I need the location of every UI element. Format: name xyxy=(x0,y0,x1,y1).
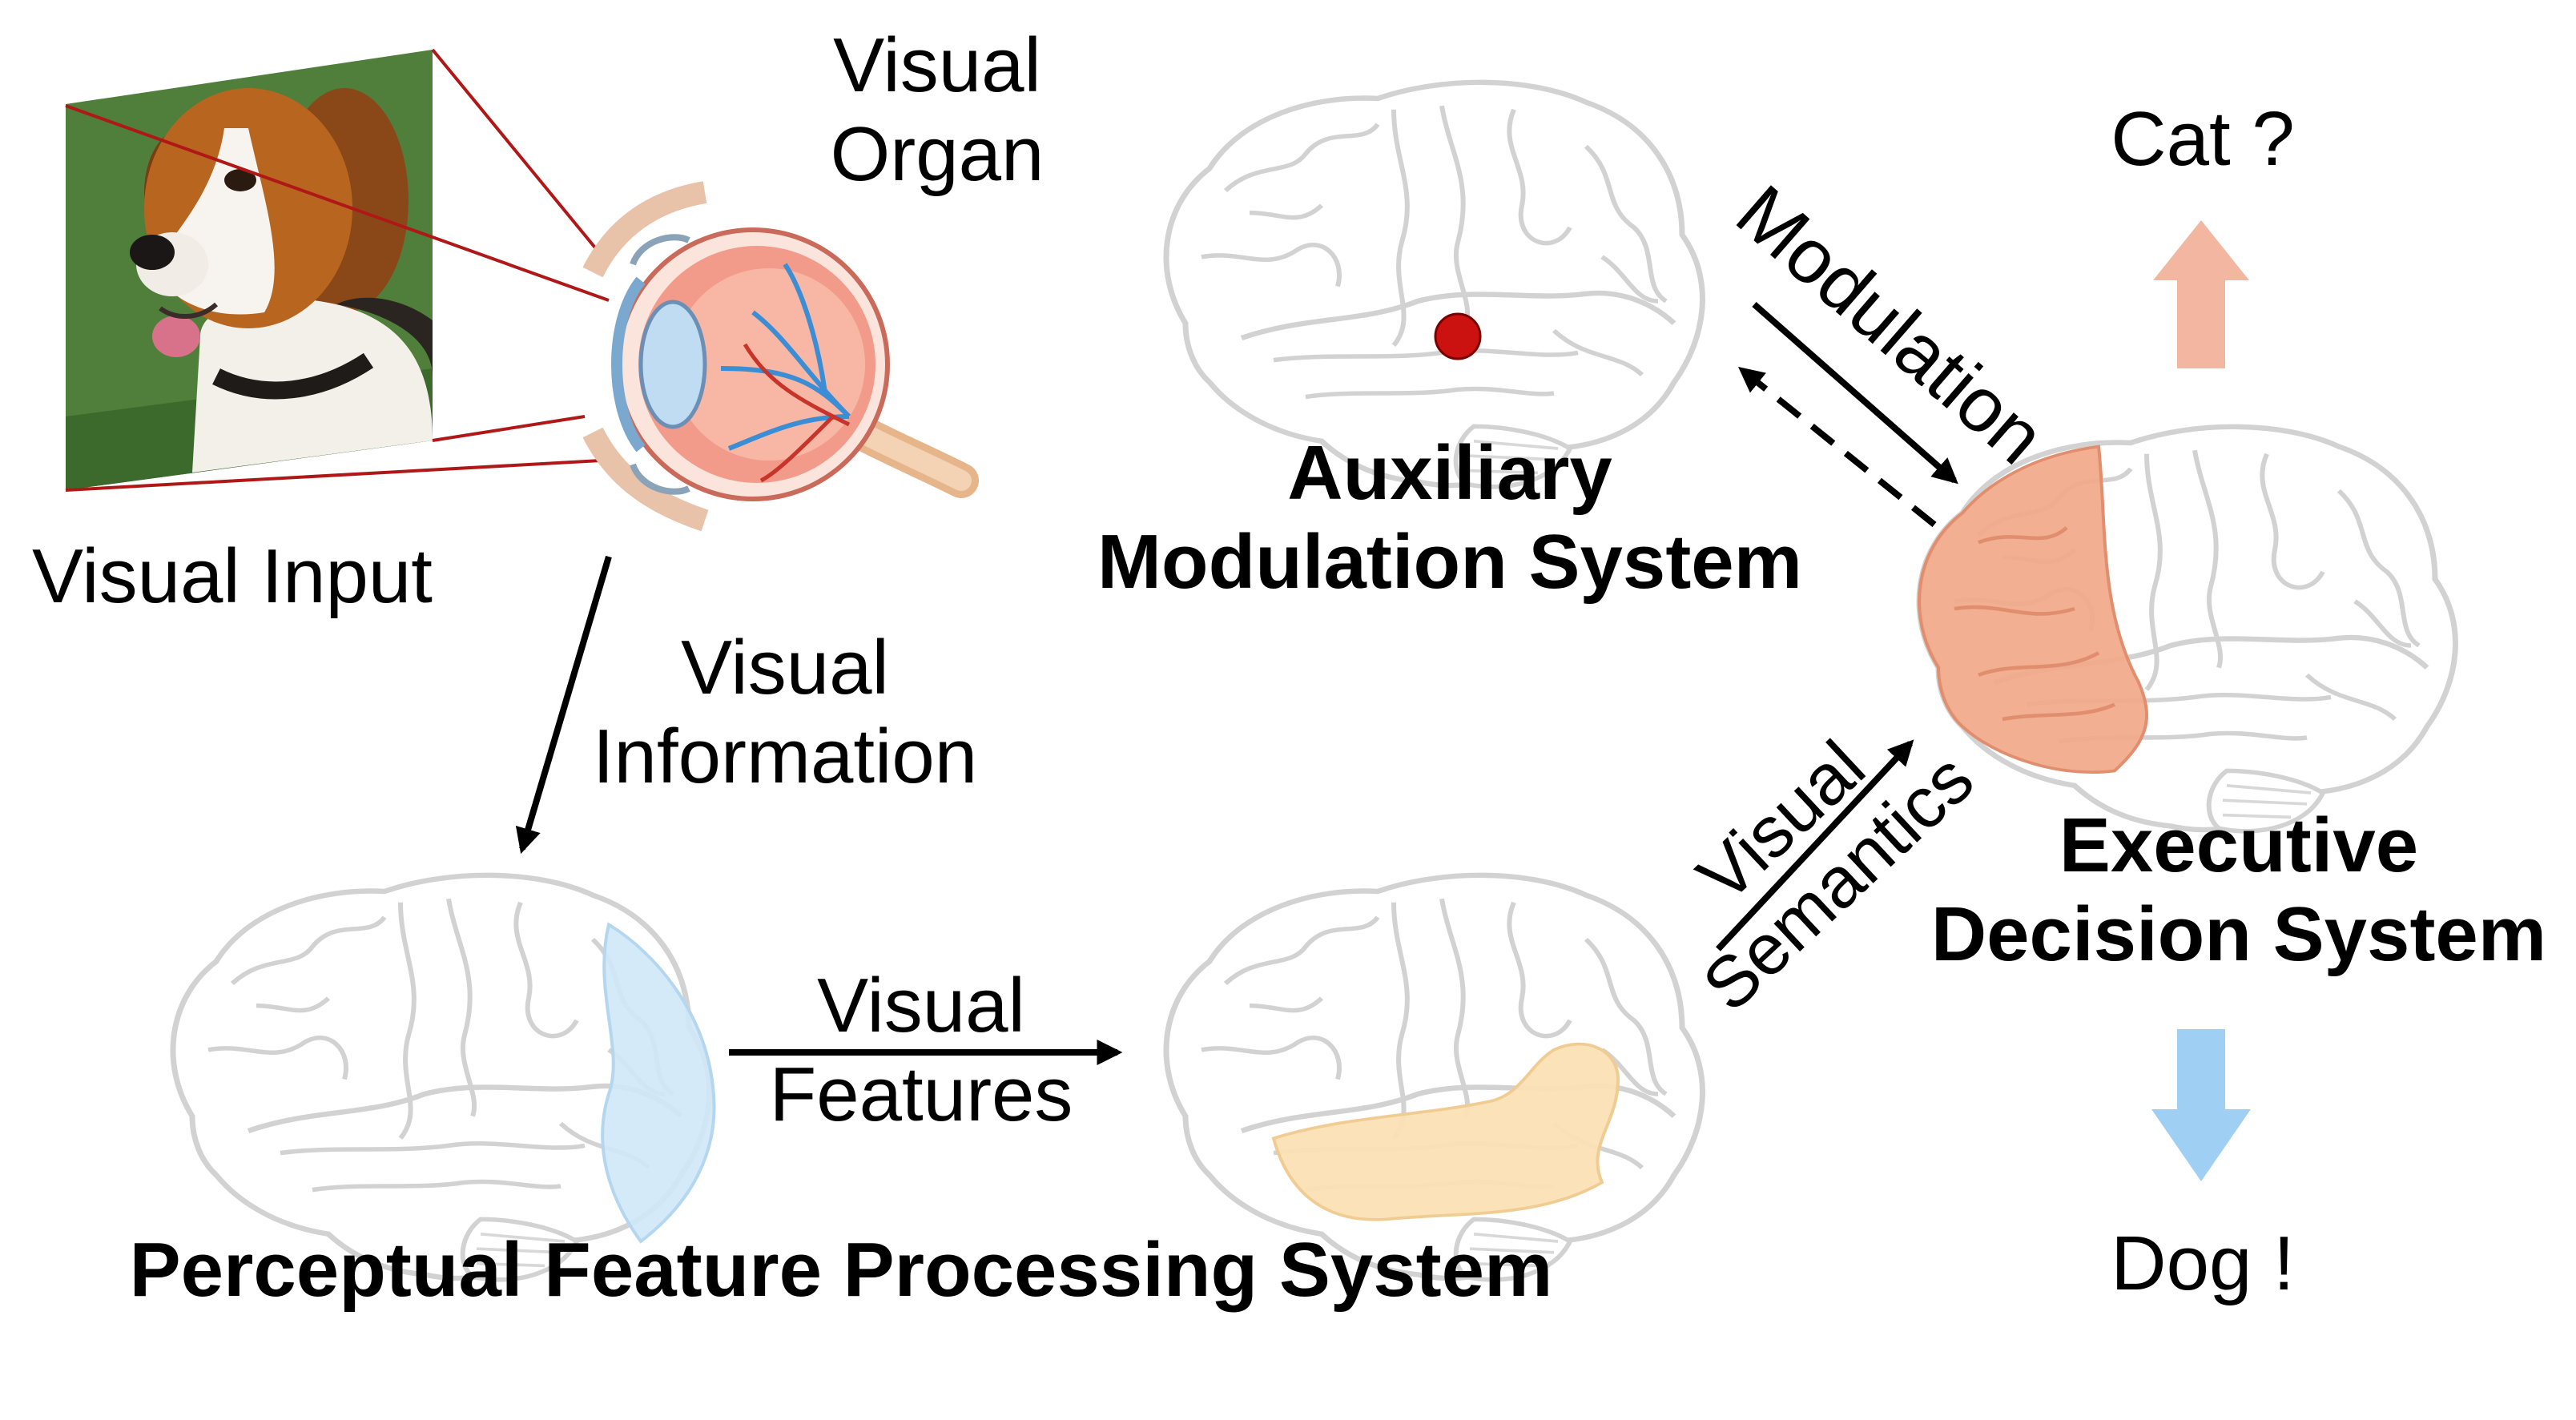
auxiliary-brain-icon xyxy=(1166,82,1702,487)
auxiliary-system-label: Auxiliary Modulation System xyxy=(1097,430,1803,605)
perceptual-brain-icon xyxy=(173,875,716,1280)
cat-output-label: Cat ? xyxy=(2111,96,2295,182)
perceptual-system-label: Perceptual Feature Processing System xyxy=(129,1227,1553,1313)
visual-information-label: Visual Information xyxy=(592,625,978,800)
visual-organ-label: Visual Organ xyxy=(830,22,1044,198)
dog-output-label: Dog ! xyxy=(2111,1221,2295,1306)
visual-input-label: Visual Input xyxy=(32,533,433,619)
projection-lines xyxy=(65,48,610,492)
visual-semantics-arrow xyxy=(1716,739,1914,951)
cat-up-arrow xyxy=(2153,220,2249,368)
temporal-brain-icon xyxy=(1166,875,1702,1280)
visual-information-arrow xyxy=(515,555,612,855)
visual-features-label: Visual Features xyxy=(769,963,1073,1138)
modulation-arrow xyxy=(1752,301,1958,485)
auxiliary-region-dot xyxy=(1434,312,1482,360)
dog-photo xyxy=(66,50,433,490)
eye-anatomy-icon xyxy=(582,181,979,532)
executive-brain-icon xyxy=(1919,427,2455,831)
executive-system-label: Executive Decision System xyxy=(1930,803,2547,978)
dog-down-arrow xyxy=(2151,1029,2251,1181)
